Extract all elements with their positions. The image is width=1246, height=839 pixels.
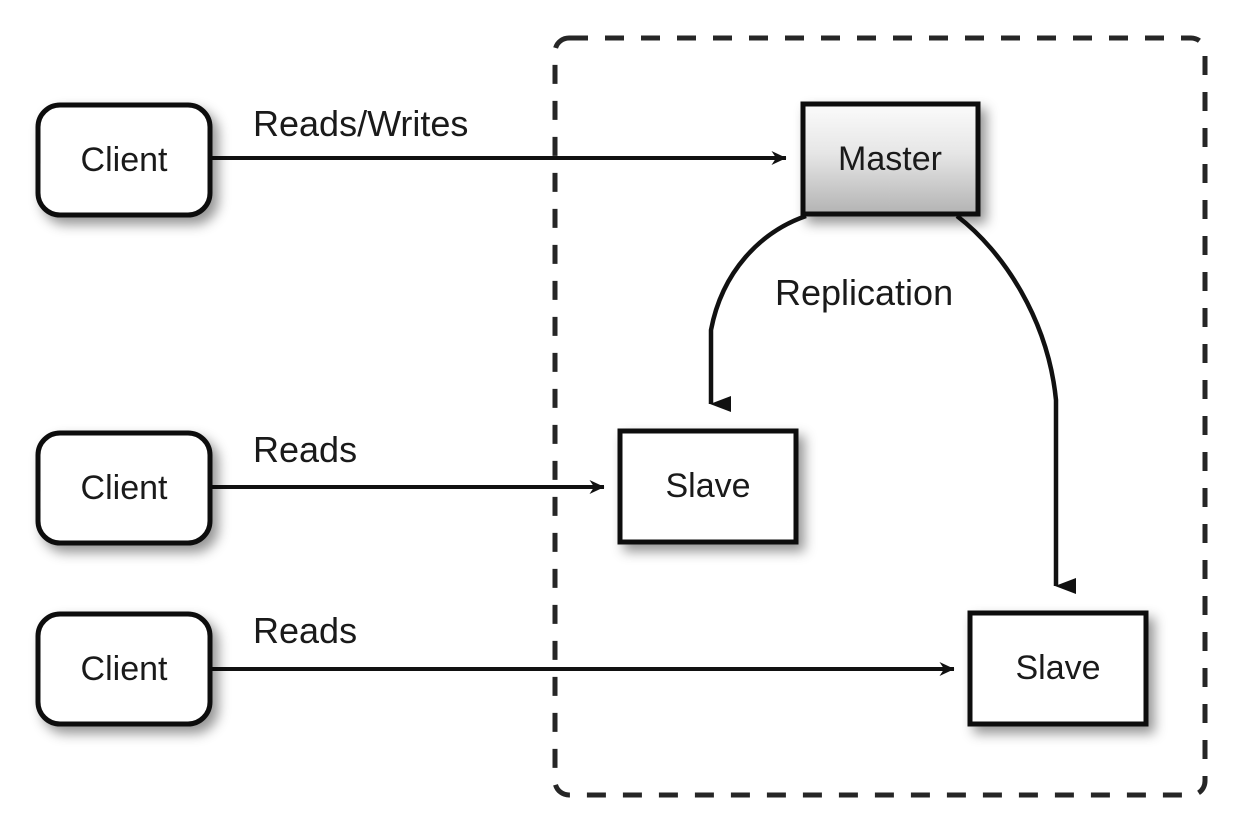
master-box[interactable] (800, 101, 981, 217)
slave-2-label: Slave (1015, 649, 1100, 687)
edge-master-slave1 (708, 213, 807, 412)
edge-label-replication: Replication (775, 272, 953, 313)
database-cluster-boundary (552, 35, 1208, 798)
slave-1-label: Slave (665, 467, 750, 505)
node-client-2[interactable]: Client (35, 430, 213, 546)
client-3-label: Client (81, 650, 168, 688)
node-client-1[interactable]: Client (35, 102, 213, 218)
slave-1-box[interactable] (617, 428, 799, 545)
node-master[interactable]: Master (800, 101, 981, 217)
node-slave-1[interactable]: Slave (617, 428, 799, 545)
client-2-box[interactable] (35, 430, 213, 546)
edge-label-reads-slave1: Reads (253, 429, 357, 470)
slave-2-box[interactable] (967, 610, 1149, 727)
client-2-label: Client (81, 469, 168, 507)
client-1-label: Client (81, 141, 168, 179)
node-slave-2[interactable]: Slave (967, 610, 1149, 727)
client-3-box[interactable] (35, 611, 213, 727)
edge-label-reads-writes: Reads/Writes (253, 103, 468, 144)
client-1-box[interactable] (35, 102, 213, 218)
edge-label-reads-slave2: Reads (253, 610, 357, 651)
edge-master-slave2 (955, 214, 1076, 594)
master-label: Master (838, 140, 942, 178)
node-client-3[interactable]: Client (35, 611, 213, 727)
